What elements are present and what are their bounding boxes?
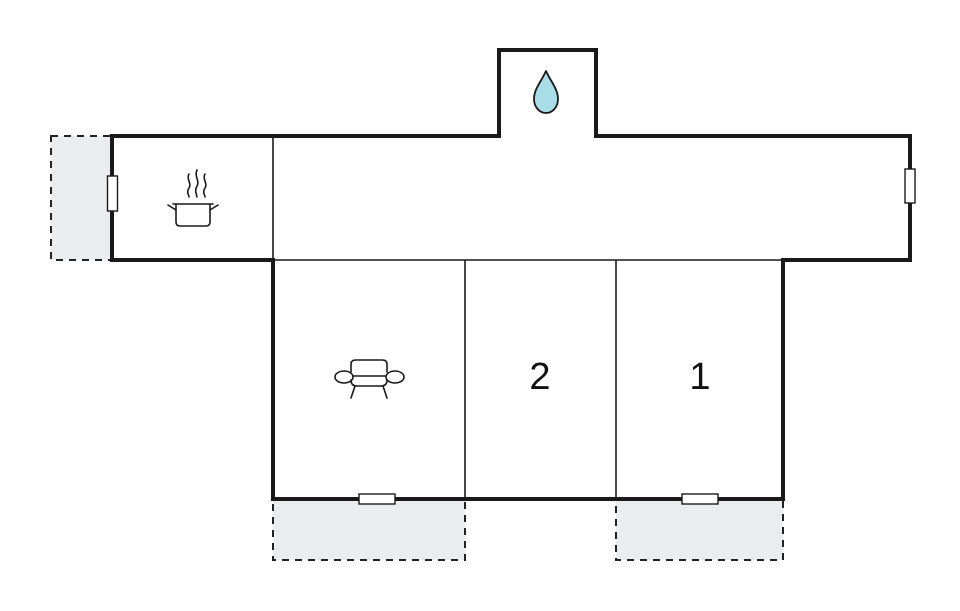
terrace-south-left: [272, 498, 466, 561]
room-label-bedroom-2: 2: [529, 356, 550, 398]
terrace-west: [50, 135, 113, 261]
room-label-bedroom-1: 1: [689, 356, 710, 398]
terrace-south-right: [615, 498, 784, 561]
door-living-terrace: [358, 493, 396, 505]
window-west: [106, 175, 119, 212]
outer-walls: [110, 48, 912, 501]
cooking-pot-icon: [167, 169, 219, 227]
sofa-icon: [334, 359, 405, 399]
door-bedroom1-terrace: [681, 493, 719, 505]
water-drop-icon: [533, 70, 559, 114]
window-east: [904, 168, 916, 204]
